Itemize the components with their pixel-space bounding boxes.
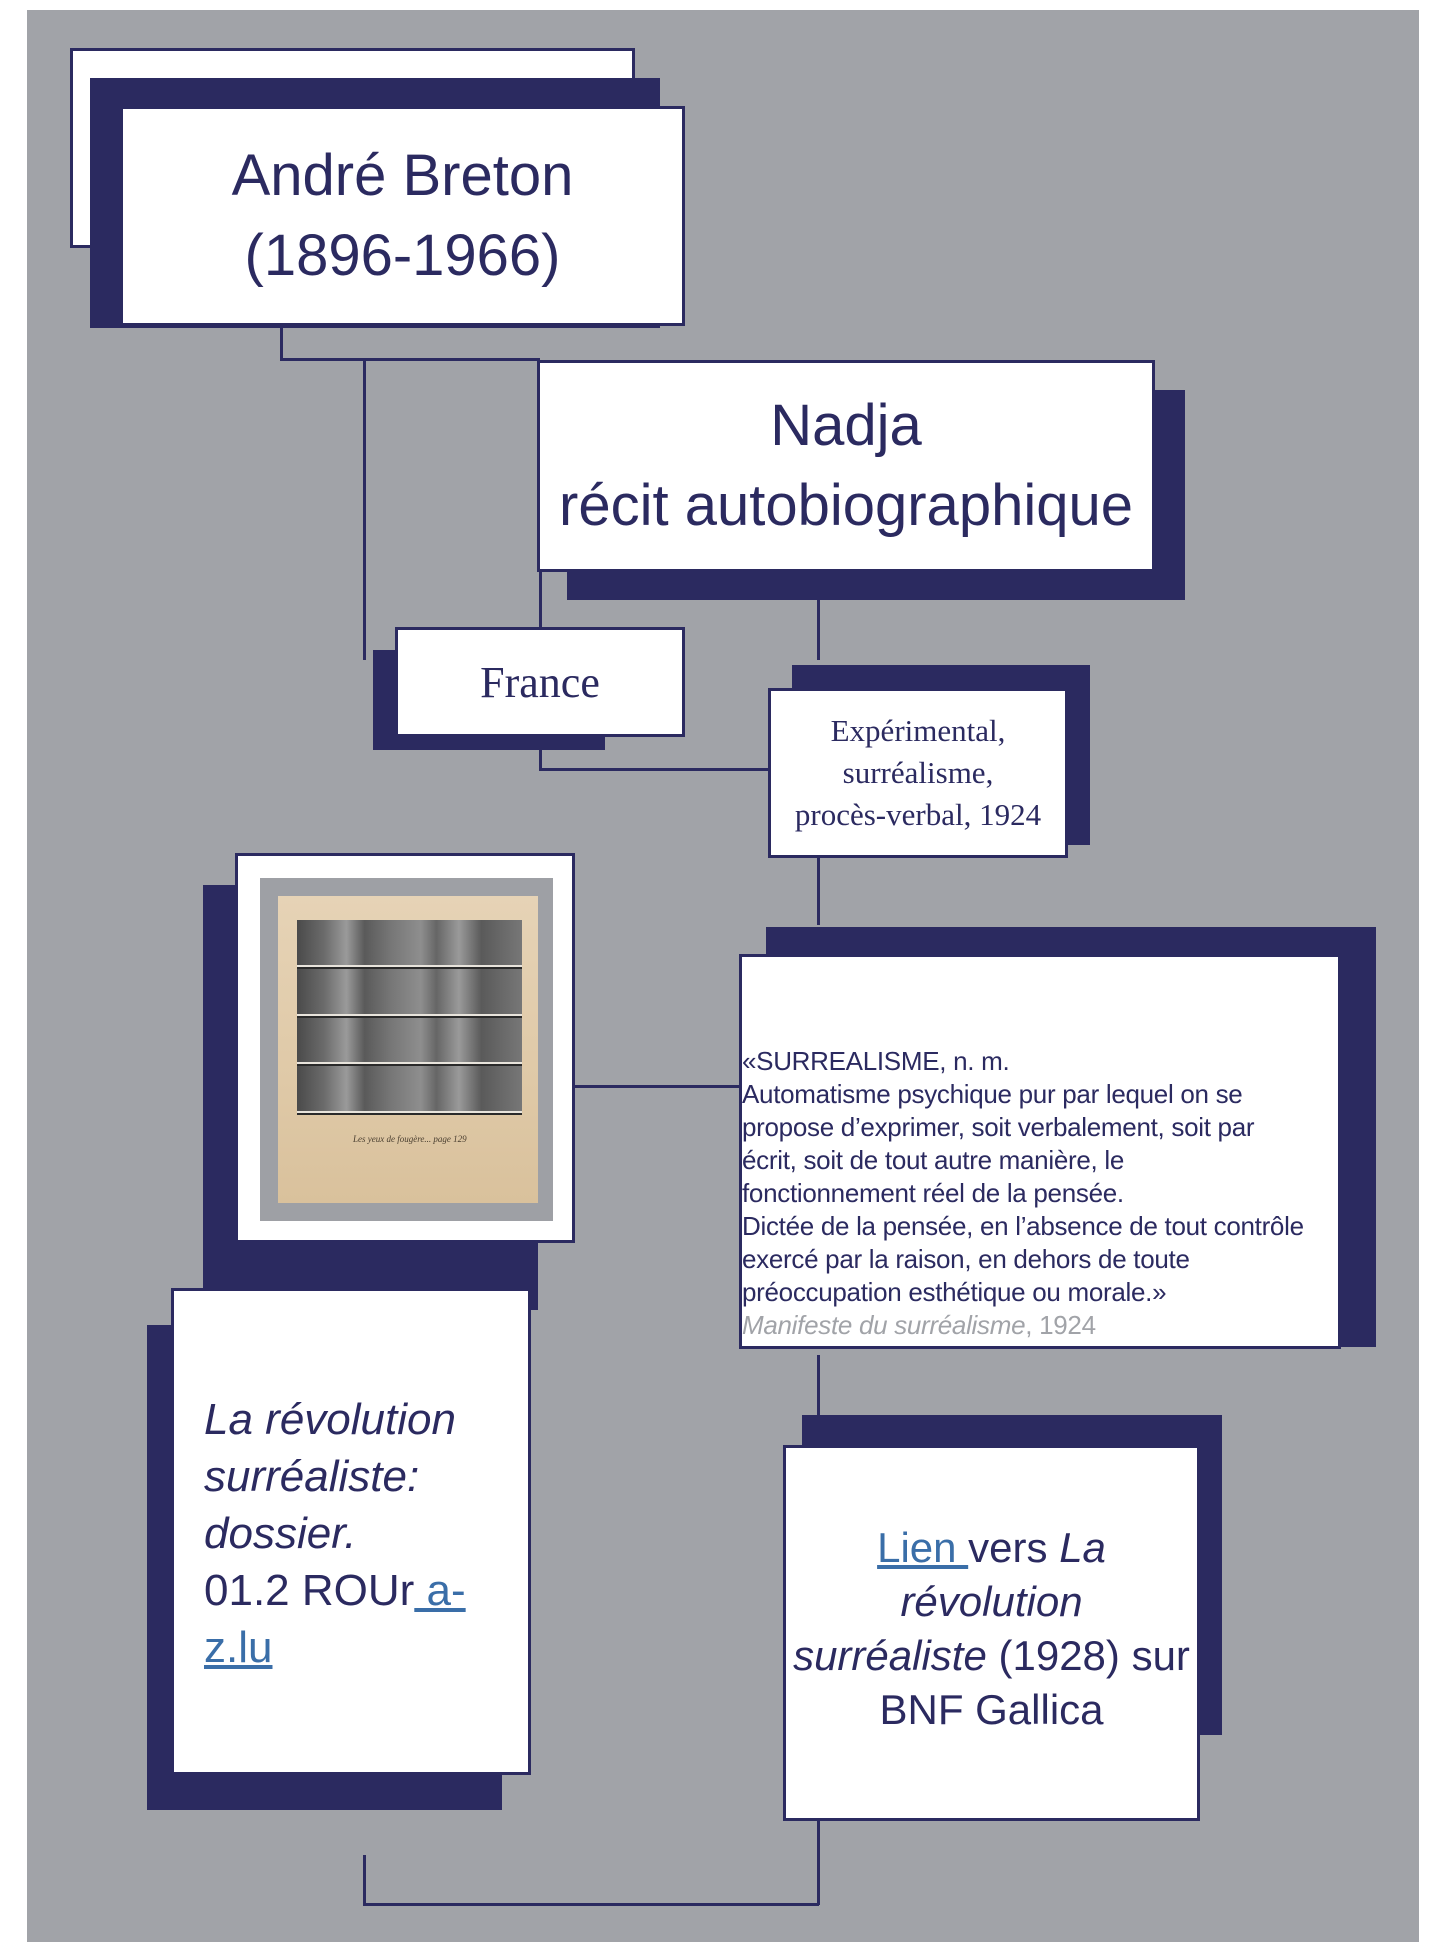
photo-mat: Les yeux de fougère... page 129 [260,878,553,1221]
dossier-call-line: 01.2 ROUr a-z.lu [204,1562,524,1676]
catalog-link[interactable]: a-z.lu [204,1566,466,1672]
connector [817,845,820,925]
quote-source: Manifeste du surréalisme, 1924 [742,1309,1340,1342]
dossier-box: La révolution surréaliste: dossier. 01.2… [171,1288,531,1775]
bnf-box: Lien vers La révolution surréaliste (192… [783,1445,1200,1821]
connector [539,768,769,771]
dossier-title-line: surréaliste: dossier. [204,1452,420,1558]
connector [280,358,540,361]
eye-strip [297,1066,522,1114]
bnf-text-part: vers [968,1524,1060,1571]
quote-text: «SURREALISME, n. m. Automatisme psychiqu… [742,1045,1340,1342]
country-box: France [395,627,685,737]
connector [817,570,820,660]
quote-line: préoccupation esthétique ou morale.» [742,1277,1167,1307]
eyes-photograph [297,920,522,1115]
call-number: 01.2 ROUr [204,1566,415,1615]
connector [363,360,366,660]
quote-line: «SURREALISME, n. m. [742,1046,1010,1076]
bnf-line: BNF Gallica [879,1686,1104,1733]
connector [363,1903,819,1906]
photo-caption: Les yeux de fougère... page 129 [353,1134,467,1144]
author-dates: (1896-1966) [244,223,561,288]
connector [817,1805,820,1905]
diagram-canvas: André Breton (1896-1966) Nadja récit aut… [27,10,1419,1942]
eye-strip [297,968,522,1016]
quote-source-year: , 1924 [1025,1310,1096,1340]
work-box: Nadja récit autobiographique [537,360,1155,572]
author-name: André Breton [231,143,574,208]
book-page-image: Les yeux de fougère... page 129 [278,896,538,1203]
dossier-title-line: La révolution [204,1395,456,1444]
bnf-line: Lien vers La révolution [786,1521,1197,1629]
dossier-text: La révolution surréaliste: dossier. 01.2… [204,1391,524,1676]
work-title: Nadja [770,393,922,458]
quote-line: exercé par la raison, en dehors de toute [742,1244,1190,1274]
connector [538,1085,768,1088]
connector [817,1355,820,1445]
quote-line: écrit, soit de tout autre manière, le [742,1145,1124,1175]
quote-line: Automatisme psychique pur par lequel on … [742,1079,1243,1109]
quote-source-title: Manifeste du surréalisme [742,1310,1026,1340]
bnf-link[interactable]: Lien [877,1524,969,1571]
connector [363,1855,366,1905]
genre-line: surréalisme, [842,755,994,790]
bnf-title-part: La révolution [900,1524,1106,1625]
genre-box: Expérimental, surréalisme, procès-verbal… [768,688,1068,858]
genre-line: procès-verbal, 1924 [794,797,1042,832]
bnf-title-part: surréaliste [793,1632,987,1679]
eye-strip [297,1017,522,1065]
work-genre: récit autobiographique [559,473,1133,538]
photo-box: Les yeux de fougère... page 129 [235,853,575,1243]
quote-line: propose d’exprimer, soit verbalement, so… [742,1112,1255,1142]
quote-box: «SURREALISME, n. m. Automatisme psychiqu… [739,954,1341,1349]
bnf-text: Lien vers La révolution surréaliste (192… [786,1521,1197,1737]
quote-line: Dictée de la pensée, en l’absence de tou… [742,1211,1304,1241]
bnf-text-part: (1928) sur [986,1632,1190,1679]
eye-strip [297,920,522,967]
bnf-line: surréaliste (1928) sur [786,1629,1197,1683]
author-box: André Breton (1896-1966) [120,106,685,326]
quote-line: fonctionnement réel de la pensée. [742,1178,1124,1208]
country-label: France [480,657,600,707]
genre-line: Expérimental, [830,713,1006,748]
